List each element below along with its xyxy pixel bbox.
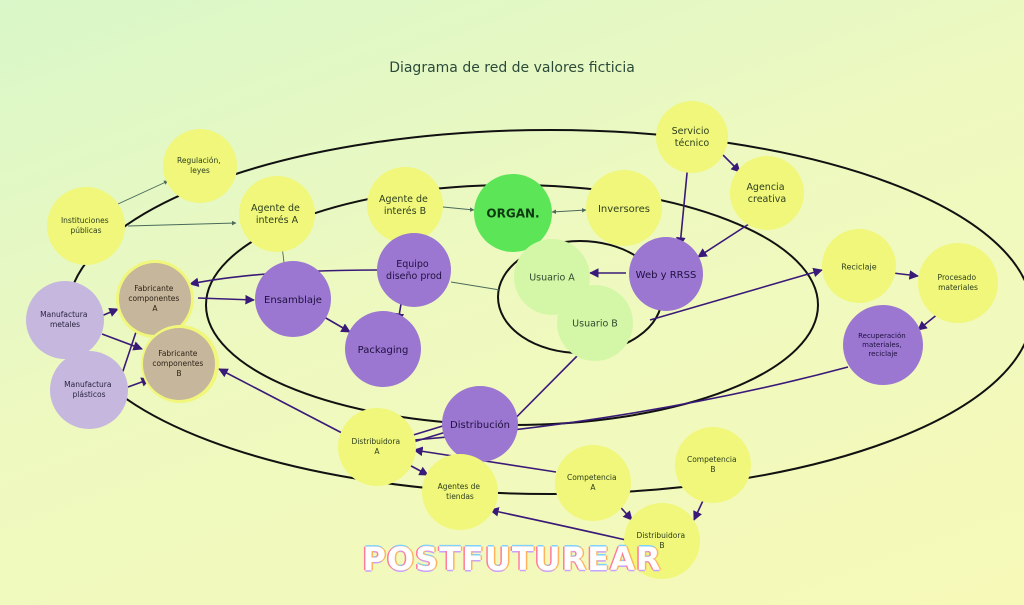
svg-text:Manufactura plásticos: Manufactura plásticos	[64, 380, 114, 399]
svg-text:Competencia B: Competencia B	[687, 455, 739, 474]
node-fabricante-b[interactable]: Fabricante componentes B	[141, 325, 219, 403]
edge-distA-distribucion-1	[409, 424, 447, 437]
svg-text:Agente de interés B: Agente de interés B	[379, 194, 431, 217]
node-fabricante-a[interactable]: Fabricante componentes A	[116, 260, 194, 338]
node-competencia-b[interactable]: Competencia B	[675, 427, 751, 503]
edge-organ-inversores	[551, 207, 587, 215]
node-agentes-tiendas[interactable]: Agentes de tiendas	[422, 454, 498, 530]
node-label: Inversores	[598, 204, 650, 215]
svg-text:Instituciones públicas: Instituciones públicas	[61, 216, 111, 235]
node-inversores[interactable]: Inversores	[586, 170, 662, 246]
edge-usuarioB-reciclaje	[649, 267, 823, 321]
svg-text:Distribuidora A: Distribuidora A	[352, 437, 403, 456]
node-manufactura-metales[interactable]: Manufactura metales	[26, 281, 104, 359]
edge-metales-fabB	[101, 333, 143, 351]
node-label: Usuario B	[572, 319, 618, 330]
node-organ[interactable]: ORGAN.	[474, 174, 552, 252]
node-reciclaje[interactable]: Reciclaje	[822, 229, 896, 303]
brand-logo: POSTFUTUREAR	[362, 540, 662, 578]
edge-instituciones-regulacion	[117, 180, 169, 205]
node-procesado[interactable]: Procesado materiales	[918, 243, 998, 323]
node-label: Distribución	[450, 419, 510, 431]
svg-text:Competencia A: Competencia A	[567, 473, 619, 492]
node-label: ORGAN.	[486, 207, 539, 221]
svg-text:Servicio técnico: Servicio técnico	[672, 126, 713, 149]
svg-text:Recuperación materiale: Recuperación materiales, reciclaje	[858, 332, 908, 358]
node-regulacion[interactable]: Regulación, leyes	[163, 129, 237, 203]
node-servicio[interactable]: Servicio técnico	[656, 101, 728, 173]
svg-text:Distribuidora B: Distribuidora B	[637, 531, 688, 550]
edge-servicio-web	[676, 162, 689, 247]
node-agente-a[interactable]: Agente de interés A	[239, 176, 315, 252]
node-label: Packaging	[358, 345, 409, 356]
edge-distA-distribucion-2	[409, 431, 447, 444]
node-agente-b[interactable]: Agente de interés B	[367, 167, 443, 243]
node-equipo[interactable]: Equipo diseño prod	[377, 233, 451, 307]
node-label-line1: Agente de	[379, 194, 428, 205]
node-label: Ensamblaje	[264, 295, 322, 306]
node-instituciones[interactable]: Instituciones públicas	[47, 187, 125, 265]
node-competencia-a[interactable]: Competencia A	[555, 445, 631, 521]
svg-text:Agente de interés A: Agente de interés A	[251, 203, 303, 226]
edge-agenteB-organ	[442, 206, 475, 212]
svg-text:Agencia creativa: Agencia creativa	[746, 182, 787, 205]
node-usuario-b[interactable]: Usuario B	[557, 285, 633, 361]
edge-fabA-ensamblaje	[197, 294, 255, 305]
svg-text:Agentes de tiendas: Agentes de tiendas	[438, 482, 483, 501]
edge-distB-agentes	[489, 507, 627, 541]
node-distribuidora-b[interactable]: Distribuidora B	[624, 503, 700, 579]
edge-reciclaje-procesado	[892, 270, 919, 280]
diagram-title: Diagrama de red de valores ficticia	[389, 60, 635, 76]
node-label: Web y RRSS	[636, 270, 697, 281]
svg-text:Procesado materiales: Procesado materiales	[938, 273, 979, 292]
node-label: Usuario A	[529, 273, 575, 284]
svg-text:Fabricante componentes: Fabricante componentes B	[152, 349, 205, 378]
node-recuperacion[interactable]: Recuperación materiales, reciclaje	[843, 305, 923, 385]
node-distribuidora-a[interactable]: Distribuidora A	[338, 408, 416, 486]
node-agencia[interactable]: Agencia creativa	[730, 156, 804, 230]
svg-text:Regulación, leyes: Regulación, leyes	[177, 156, 223, 175]
node-packaging[interactable]: Packaging	[345, 311, 421, 387]
edge-agencia-web	[697, 221, 753, 258]
node-label: Reciclaje	[841, 263, 876, 272]
nodes: ORGAN. Inversores Agente de interés B Ag…	[26, 101, 998, 579]
svg-text:Fabricante componentes: Fabricante componentes A	[128, 284, 181, 313]
node-ensamblaje[interactable]: Ensamblaje	[255, 261, 331, 337]
svg-text:Manufactura metales: Manufactura metales	[40, 310, 90, 329]
edge-equipo-usuarios	[450, 281, 501, 291]
edge-distA-fabB	[218, 368, 343, 434]
edge-instituciones-agenteA	[127, 220, 237, 227]
node-manufactura-plasticos[interactable]: Manufactura plásticos	[50, 351, 128, 429]
node-label-line2: interés B	[384, 206, 426, 217]
edge-servicio-agencia	[722, 154, 741, 173]
node-distribucion[interactable]: Distribución	[442, 386, 518, 462]
svg-text:Equipo diseño prod: Equipo diseño prod	[386, 259, 442, 282]
node-web[interactable]: Web y RRSS	[629, 237, 703, 311]
